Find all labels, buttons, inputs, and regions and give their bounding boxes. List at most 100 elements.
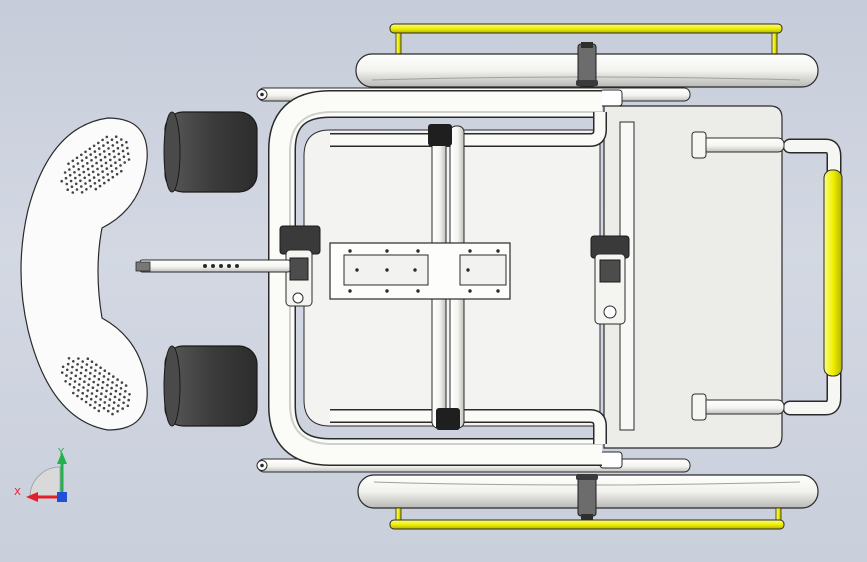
perforation-hole [74, 176, 77, 180]
perforation-hole [97, 409, 101, 413]
perforation-hole [80, 191, 84, 194]
perforation-hole [76, 394, 79, 398]
perforation-hole [126, 146, 129, 150]
backrest-cross-tubes [691, 131, 785, 421]
perforation-hole [91, 170, 95, 174]
perforation-hole [94, 156, 98, 159]
perforation-hole [109, 392, 113, 396]
perforation-hole [78, 377, 82, 381]
perforation-hole [97, 173, 100, 176]
perforation-hole [107, 404, 111, 407]
perforation-hole [111, 381, 114, 384]
footplate [20, 117, 148, 431]
perforation-hole [113, 395, 117, 399]
perforation-hole [84, 182, 87, 185]
perforation-hole [70, 185, 74, 188]
perforation-hole [120, 169, 123, 173]
perforation-hole [82, 386, 85, 389]
perforation-hole [67, 162, 70, 165]
perforation-hole [127, 158, 131, 161]
perforation-hole [95, 395, 98, 398]
perforation-hole [89, 153, 92, 156]
perforation-hole [87, 173, 91, 177]
perforation-hole [80, 159, 84, 162]
perforation-hole [68, 383, 72, 386]
perforation-hole [101, 386, 104, 390]
perforation-hole [79, 371, 83, 375]
perforation-hole [60, 371, 64, 374]
perforation-hole [122, 155, 126, 158]
backrest-panel [603, 105, 783, 449]
perforation-hole [91, 386, 95, 390]
perforation-hole [103, 401, 107, 404]
perforation-hole [61, 365, 65, 369]
perforation-hole [80, 366, 84, 369]
z-axis-marker [57, 492, 67, 502]
perforation-hole [106, 141, 109, 144]
perforation-hole [85, 394, 89, 398]
seat-inner-tubes [330, 112, 607, 444]
perforation-hole [89, 185, 92, 188]
perforation-hole [83, 380, 86, 384]
perforation-hole [98, 403, 101, 407]
perforation-hole [99, 366, 102, 370]
hand-rim-bottom [389, 507, 785, 530]
perforation-hole [93, 406, 96, 410]
perforation-hole [75, 368, 78, 372]
perforation-hole [112, 407, 115, 410]
perforation-hole [74, 374, 78, 378]
perforation-hole [97, 377, 101, 381]
perforation-hole [114, 135, 118, 138]
perforation-hole [101, 380, 105, 384]
perforation-hole [102, 144, 105, 147]
perforation-hole [92, 176, 96, 179]
perforation-hole [111, 412, 114, 416]
perforation-hole [80, 397, 84, 401]
perforation-hole [78, 383, 81, 386]
rear-clamp [590, 235, 630, 325]
perforation-hole [88, 377, 91, 381]
perforation-hole [84, 368, 88, 372]
push-handle-bar [782, 138, 843, 416]
perforation-hole [106, 383, 109, 387]
perforation-hole [69, 179, 73, 183]
perforation-hole [128, 393, 131, 396]
perforation-hole [100, 164, 103, 168]
perforation-hole [91, 164, 94, 168]
perforation-hole [68, 168, 71, 171]
perforation-hole [90, 360, 94, 364]
x-axis-arrowhead [26, 492, 38, 502]
perforation-hole [117, 404, 120, 407]
front-caster-bottom [163, 345, 258, 427]
perforation-hole [114, 389, 118, 393]
perforation-hole [95, 389, 99, 393]
perforation-hole [80, 153, 83, 157]
perforation-hole [74, 182, 78, 186]
perforation-hole [65, 182, 69, 186]
perforation-hole [65, 374, 68, 377]
perforation-hole [124, 390, 127, 393]
perforation-hole [104, 395, 107, 399]
perforation-hole [126, 404, 130, 408]
perforation-hole [64, 380, 67, 383]
perforation-hole [121, 149, 125, 153]
perforation-hole [71, 159, 75, 163]
perforation-hole [90, 159, 93, 162]
perforation-hole [77, 357, 80, 360]
perforation-hole [73, 380, 77, 383]
perforation-hole [121, 407, 124, 410]
perforation-hole [116, 378, 119, 381]
perforation-hole [110, 386, 113, 390]
perforation-hole [77, 389, 80, 392]
perforation-hole [98, 184, 102, 188]
perforation-hole [101, 138, 104, 142]
perforation-hole [66, 362, 70, 366]
perforation-hole [105, 167, 109, 170]
perforation-hole [66, 368, 69, 372]
perforation-hole [127, 398, 130, 402]
perforation-hole [99, 158, 103, 162]
perforation-hole [112, 149, 115, 153]
perforation-hole [125, 140, 128, 144]
